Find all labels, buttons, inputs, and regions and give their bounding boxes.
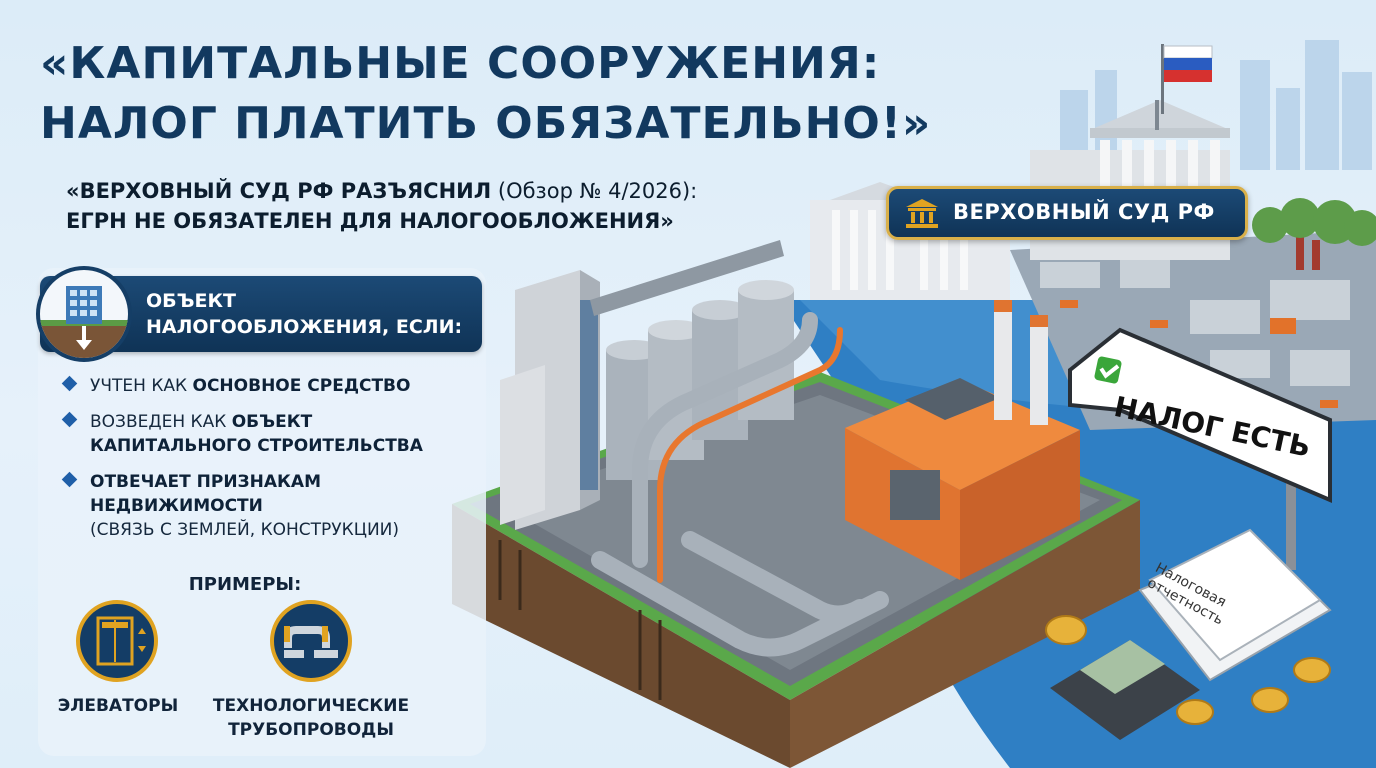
main-title-line1: «КАПИТАЛЬНЫЕ СООРУЖЕНИЯ: (40, 38, 881, 89)
supreme-court-badge: ВЕРХОВНЫЙ СУД РФ (886, 186, 1248, 240)
criterion-rest: КАПИТАЛЬНОГО СТРОИТЕЛЬСТВА (90, 436, 423, 456)
elevator-icon (76, 600, 158, 682)
criterion-bold: ОСНОВНОЕ СРЕДСТВО (192, 376, 411, 396)
supreme-court-label: ВЕРХОВНЫЙ СУД РФ (953, 200, 1215, 224)
main-title: «КАПИТАЛЬНЫЕ СООРУЖЕНИЯ: НАЛОГ ПЛАТИТЬ О… (40, 34, 1040, 154)
example-label-line1: ТЕХНОЛОГИЧЕСКИЕ (212, 696, 410, 716)
criterion-prefix: УЧТЕН КАК (90, 376, 193, 396)
example-label-line1: ЭЛЕВАТОРЫ (57, 696, 179, 716)
criterion-rest: (СВЯЗЬ С ЗЕМЛЕЙ, КОНСТРУКЦИИ) (90, 520, 400, 540)
example-label-elevators: ЭЛЕВАТОРЫ (40, 694, 196, 718)
example-label-line2: ТРУБОПРОВОДЫ (228, 720, 394, 740)
criterion-bold: ОБЪЕКТ (231, 412, 313, 432)
object-label-line2: НАЛОГООБЛОЖЕНИЯ, ЕСЛИ: (146, 316, 463, 338)
examples-heading: ПРИМЕРЫ: (188, 574, 302, 595)
object-label: ОБЪЕКТ НАЛОГООБЛОЖЕНИЯ, ЕСЛИ: (146, 288, 476, 340)
criterion-prefix: ВОЗВЕДЕН КАК (90, 412, 232, 432)
criterion-item-1: УЧТЕН КАК ОСНОВНОЕ СРЕДСТВО (61, 374, 484, 398)
main-title-line2: НАЛОГ ПЛАТИТЬ ОБЯЗАТЕЛЬНО!» (40, 98, 932, 149)
object-label-line1: ОБЪЕКТ (146, 290, 236, 312)
subtitle-line2: ЕГРН НЕ ОБЯЗАТЕЛЕН ДЛЯ НАЛОГООБЛОЖЕНИЯ» (66, 209, 674, 233)
criterion-item-3: ОТВЕЧАЕТ ПРИЗНАКАМ НЕДВИЖИМОСТИ (СВЯЗЬ С … (61, 470, 464, 542)
example-label-pipelines: ТЕХНОЛОГИЧЕСКИЕ ТРУБОПРОВОДЫ (200, 694, 422, 742)
courthouse-icon (906, 199, 938, 228)
criterion-bold: ОТВЕЧАЕТ ПРИЗНАКАМ НЕДВИЖИМОСТИ (90, 472, 321, 516)
subtitle-part2: (Обзор № 4/2026): (491, 179, 698, 203)
criterion-item-2: ВОЗВЕДЕН КАК ОБЪЕКТ КАПИТАЛЬНОГО СТРОИТЕЛ… (61, 410, 484, 458)
pipeline-icon (270, 600, 352, 682)
building-foundation-icon (36, 266, 132, 362)
subtitle: «ВЕРХОВНЫЙ СУД РФ РАЗЪЯСНИЛ (Обзор № 4/2… (66, 176, 826, 236)
subtitle-part1: «ВЕРХОВНЫЙ СУД РФ РАЗЪЯСНИЛ (66, 179, 492, 203)
